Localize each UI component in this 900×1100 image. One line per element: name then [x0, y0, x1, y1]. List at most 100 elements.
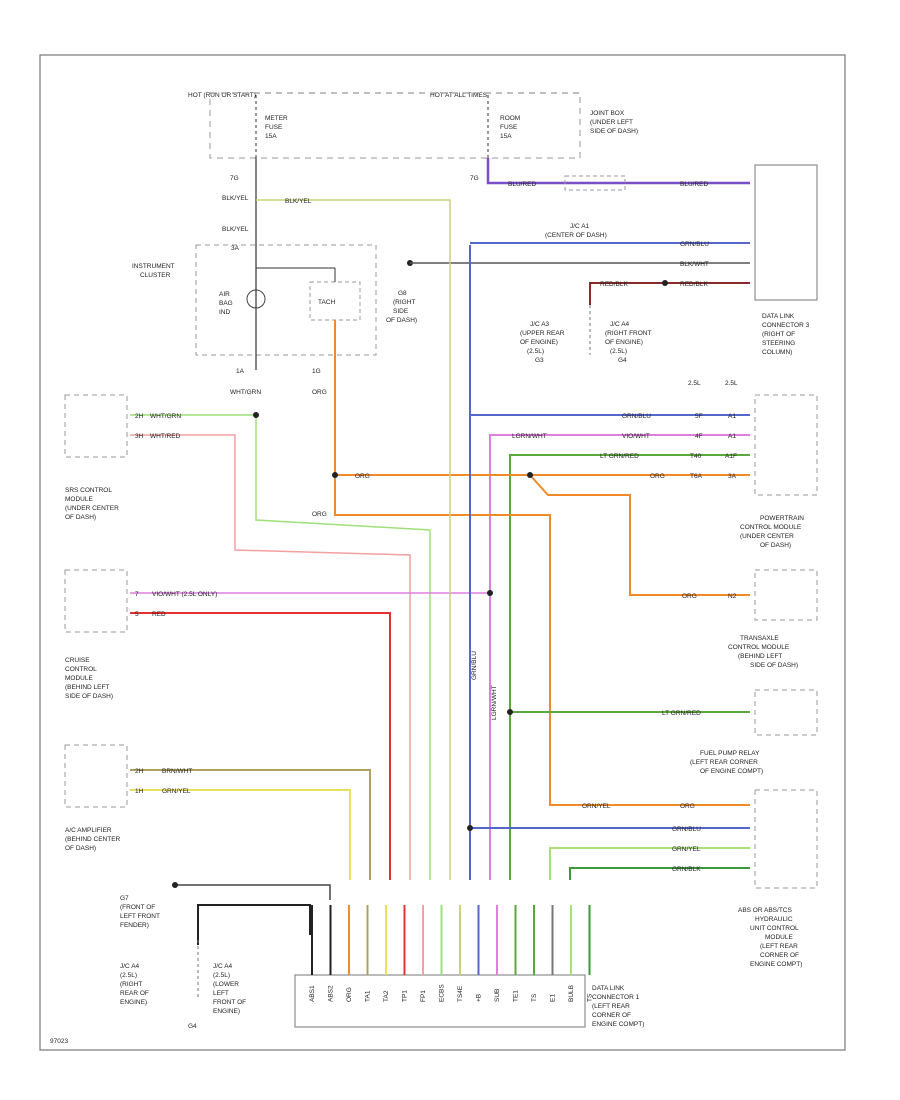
tach-label: TACH — [318, 299, 336, 306]
svg-text:(UNDER CENTER: (UNDER CENTER — [65, 505, 119, 512]
instrument-cluster-box — [195, 244, 377, 356]
svg-text:(2.5L): (2.5L) — [120, 972, 137, 979]
svg-text:SIDE: SIDE — [393, 308, 409, 315]
pcm-pin-r3: T40 — [690, 453, 702, 460]
grn-yel-abs-label: GRN/YEL — [672, 846, 701, 853]
svg-text:(BEHIND LEFT: (BEHIND LEFT — [65, 684, 109, 691]
pcm-hdr-right: 2.5L — [725, 380, 738, 387]
cluster-out-wire: WHT/GRN — [230, 389, 261, 396]
svg-text:G8: G8 — [398, 290, 407, 297]
grn-yel-abs — [549, 847, 750, 880]
svg-text:MODULE: MODULE — [65, 496, 93, 503]
tcm-pin-label: N2 — [728, 593, 737, 600]
org-label-6: ORG — [680, 803, 695, 810]
red-blk-label-2: RED/BLK — [680, 281, 708, 288]
ac-pin-1: 2H — [135, 768, 144, 775]
svg-text:(BEHIND CENTER: (BEHIND CENTER — [65, 836, 121, 843]
blu-red-label-1: BLU/RED — [508, 181, 536, 188]
svg-text:(UNDER CENTER: (UNDER CENTER — [740, 533, 794, 540]
diagram-frame — [39, 54, 846, 1051]
dlc1-pin-1: ABS2 — [328, 985, 335, 1002]
cruise-box — [64, 569, 128, 633]
svg-text:FENDER): FENDER) — [120, 922, 149, 929]
svg-text:CONTROL: CONTROL — [65, 666, 97, 673]
svg-text:CORNER OF: CORNER OF — [592, 1012, 631, 1019]
dlc1-pin-7: ECBS — [439, 984, 446, 1002]
dlc1-pin-13: E1 — [550, 994, 557, 1002]
svg-text:G7: G7 — [120, 895, 129, 902]
orn-yel-label: ORN/YEL — [582, 803, 611, 810]
svg-text:DATA LINK: DATA LINK — [762, 313, 795, 320]
svg-text:(CENTER OF DASH): (CENTER OF DASH) — [545, 232, 607, 239]
svg-text:(RIGHT: (RIGHT — [120, 981, 142, 988]
pcm-pin-r2: 4F — [695, 433, 703, 440]
ground-wire-2 — [197, 904, 311, 945]
svg-text:15A: 15A — [500, 133, 512, 140]
svg-text:CORNER OF: CORNER OF — [760, 952, 799, 959]
svg-text:ENGINE): ENGINE) — [120, 999, 147, 1006]
jc-a3-label: J/C A3 (UPPER REAR OF ENGINE) (2.5L) G3 — [520, 321, 565, 364]
svg-text:(2.5L): (2.5L) — [610, 348, 627, 355]
ac-amp-label: A/C AMPLIFIER (BEHIND CENTER OF DASH) — [65, 827, 121, 852]
pin-1a: 1A — [236, 368, 245, 375]
red-label: RED — [152, 611, 166, 618]
wht-grn-wire — [130, 414, 431, 880]
svg-text:(LOWER: (LOWER — [213, 981, 239, 988]
svg-text:J/C A4: J/C A4 — [610, 321, 630, 328]
svg-text:FUSE: FUSE — [500, 124, 518, 131]
svg-text:ENGINE COMPT): ENGINE COMPT) — [592, 1021, 644, 1028]
svg-text:INSTRUMENT: INSTRUMENT — [132, 263, 175, 270]
svg-text:(RIGHT FRONT: (RIGHT FRONT — [605, 330, 651, 337]
svg-text:OF ENGINE): OF ENGINE) — [605, 339, 643, 346]
svg-text:CONNECTOR 1: CONNECTOR 1 — [592, 994, 640, 1001]
srs-pin-2: 3H — [135, 433, 144, 440]
red-blk-dot — [662, 280, 668, 286]
svg-text:(BEHIND LEFT: (BEHIND LEFT — [738, 653, 782, 660]
svg-text:J/C A1: J/C A1 — [570, 223, 590, 230]
g7-dot — [172, 882, 178, 888]
dlc3-label: DATA LINK CONNECTOR 3 (RIGHT OF STEERING… — [762, 313, 810, 356]
srs-pin-1: 2H — [135, 413, 144, 420]
pcm-hdr-left: 2.5L — [688, 380, 701, 387]
cruise-label: CRUISE CONTROL MODULE (BEHIND LEFT SIDE … — [65, 657, 113, 700]
corner-code: 97023 — [50, 1038, 68, 1045]
grn-blu-vert-label: GRN/BLU — [471, 651, 478, 680]
svg-text:ENGINE): ENGINE) — [213, 1008, 240, 1015]
dlc1-pin-6: FP1 — [420, 990, 427, 1002]
svg-text:FUSE: FUSE — [265, 124, 283, 131]
room-pin-7g: 7G — [470, 175, 479, 182]
svg-text:POWERTRAIN: POWERTRAIN — [760, 515, 804, 522]
dlc1-pin-4: TA2 — [383, 990, 390, 1002]
pin-1g: 1G — [312, 368, 321, 375]
dlc1-pin-15: TS — [587, 993, 594, 1002]
joint-box-outline — [209, 92, 581, 159]
svg-text:CLUSTER: CLUSTER — [140, 272, 171, 279]
lt-grn-dot — [507, 709, 513, 715]
tcm-box — [754, 569, 818, 621]
joint-box-label: JOINT BOX (UNDER LEFT SIDE OF DASH) — [590, 110, 638, 135]
wht-red-label: WHT/RED — [150, 433, 181, 440]
svg-text:IND: IND — [219, 309, 231, 316]
vio-wht-dot — [487, 590, 493, 596]
g7-wire — [175, 884, 331, 900]
g4-bottom-label: G4 — [188, 1023, 197, 1030]
grn-blk-abs-label: GRN/BLK — [672, 866, 701, 873]
fuel-pump-label: FUEL PUMP RELAY (LEFT REAR CORNER OF ENG… — [690, 750, 763, 775]
cruise-pin-1: 7 — [135, 591, 139, 598]
svg-text:CRUISE: CRUISE — [65, 657, 90, 664]
svg-text:(LEFT REAR: (LEFT REAR — [592, 1003, 630, 1010]
g7-label: G7 (FRONT OF LEFT FRONT FENDER) — [120, 895, 160, 929]
svg-text:OF ENGINE): OF ENGINE) — [520, 339, 558, 346]
svg-text:REAR OF: REAR OF — [120, 990, 149, 997]
dlc1-pin-2: ORG — [346, 987, 353, 1002]
svg-text:(RIGHT: (RIGHT — [393, 299, 415, 306]
pcm-label: POWERTRAIN CONTROL MODULE (UNDER CENTER … — [740, 515, 804, 549]
lgrn-wht-label: LGRN/WHT — [512, 433, 547, 440]
svg-text:MODULE: MODULE — [765, 934, 793, 941]
svg-text:TRANSAXLE: TRANSAXLE — [740, 635, 779, 642]
dlc1-pin-0: ABS1 — [309, 985, 316, 1002]
ac-pin-2: 1H — [135, 788, 144, 795]
svg-text:CONTROL MODULE: CONTROL MODULE — [728, 644, 790, 651]
pcm-pin-r3b: A1F — [725, 453, 737, 460]
